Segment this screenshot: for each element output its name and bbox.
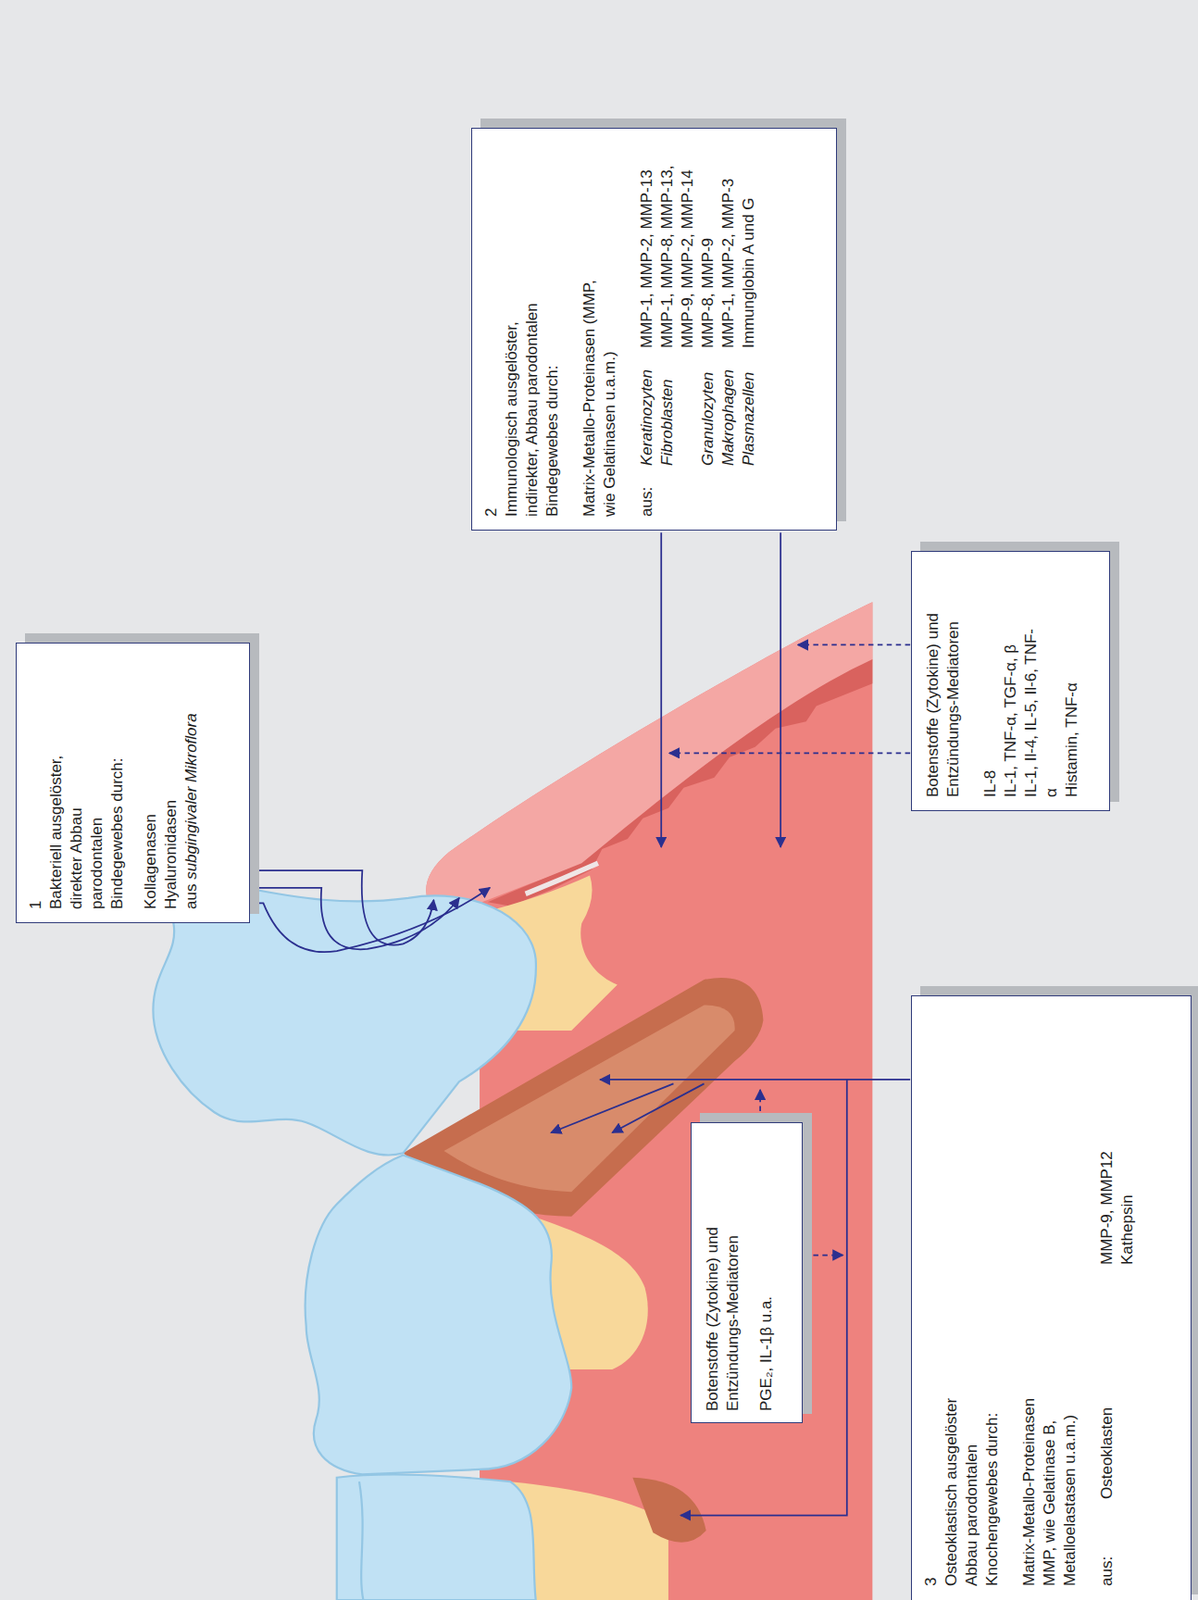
box-text: Fibroblasten <box>657 348 699 466</box>
gingiva-outer <box>425 601 873 907</box>
tooth-crown <box>305 1155 573 1475</box>
arrows <box>250 532 911 1515</box>
arrow <box>779 532 782 847</box>
box-text: Keratinozyten <box>636 348 658 466</box>
box-text: PGE₂, IL-1β u.a. <box>756 1134 777 1411</box>
box-text: MMP-1, MMP-2, MMP-3 <box>718 141 739 349</box>
box-text: IL-1, TNF-α, TGF-α, β <box>1000 564 1022 798</box>
box-text: Hyaluronidasen <box>161 656 182 910</box>
epithelium <box>487 659 873 907</box>
box-text: MMP-1, MMP-8, MMP-13, MMP-9, MMP-2, MMP-… <box>657 141 699 349</box>
tooth-crown <box>336 1473 537 1600</box>
tooth-crown <box>152 884 537 1155</box>
box-text: Makrophagen <box>718 348 739 466</box>
arrow <box>250 887 460 950</box>
arrow <box>804 1254 844 1257</box>
arrow <box>759 1089 762 1121</box>
box-text: MMP-9, MMP12 <box>1097 1009 1118 1265</box>
arrow <box>798 644 911 647</box>
arrow <box>599 1078 911 1081</box>
box-text: IL-8 <box>980 564 1001 798</box>
box-text: Botenstoffe (Zytokine) und Entzündungs-M… <box>702 1198 744 1411</box>
text-box: Botenstoffe (Zytokine) und Entzündungs-M… <box>910 550 1111 812</box>
box-text: Osteoklastisch ausgelöster Abbau parodon… <box>941 1372 1003 1586</box>
box-text: aus: <box>1097 1498 1118 1586</box>
arrow <box>250 887 490 952</box>
table: aus:OsteoklastenMMP-9, MMP12Kathepsin <box>1097 1009 1138 1586</box>
arrow <box>550 1083 674 1133</box>
box-text: Bakteriell ausgelöster, direkter Abbau p… <box>46 723 128 910</box>
box-text: aus subgingivaler Mikroflora <box>181 656 202 910</box>
box-text: Matrix-Metallo-Proteinasen (MMP, wie Gel… <box>579 275 621 517</box>
box-text: 2 <box>481 141 502 517</box>
box-text: Kathepsin <box>1117 1009 1138 1265</box>
box-text: Immunglobin A und G <box>738 141 760 349</box>
text-box: Botenstoffe (Zytokine) und Entzündungs-M… <box>690 1122 803 1423</box>
box-text: MMP-8, MMP-9 <box>698 141 719 349</box>
box-text: Osteoklasten <box>1097 1264 1118 1499</box>
box-text: Histamin, TNF-α <box>1061 564 1083 798</box>
arrow <box>680 1079 848 1516</box>
arrow <box>250 870 434 946</box>
arrow <box>669 751 911 754</box>
text-box: 1Bakteriell ausgelöster, direkter Abbau … <box>15 642 250 924</box>
box-text: Granulozyten <box>698 348 719 466</box>
table: aus:KeratinozytenMMP-1, MMP-2, MMP-13Fib… <box>636 141 760 517</box>
box-text: Plasmazellen <box>738 348 760 466</box>
box-text: Matrix-Metallo-Proteinasen MMP, wie Gela… <box>1019 1377 1081 1586</box>
text-box: 2Immunologisch ausgelöster, indirekter, … <box>471 127 837 531</box>
arrow <box>660 532 662 847</box>
box-text: MMP-1, MMP-2, MMP-13 <box>636 141 658 349</box>
box-text: Botenstoffe (Zytokine) und Entzündungs-M… <box>923 584 964 798</box>
box-text: 1 <box>25 656 47 910</box>
box-text: aus: <box>636 465 658 517</box>
tooth-outline <box>359 1481 363 1600</box>
box-text: Kollagenasen <box>140 656 162 910</box>
box-text: 3 <box>921 1009 942 1586</box>
box-text: Immunologisch ausgelöster, indirekter, A… <box>501 289 563 517</box>
box-text: IL-1, Il-4, IL-5, Il-6, TNF-α <box>1021 625 1062 798</box>
text-box: 3Osteoklastisch ausgelöster Abbau parodo… <box>910 995 1192 1600</box>
bone <box>632 1477 706 1543</box>
italic-part: subgingivaler Mikroflora <box>182 712 200 880</box>
